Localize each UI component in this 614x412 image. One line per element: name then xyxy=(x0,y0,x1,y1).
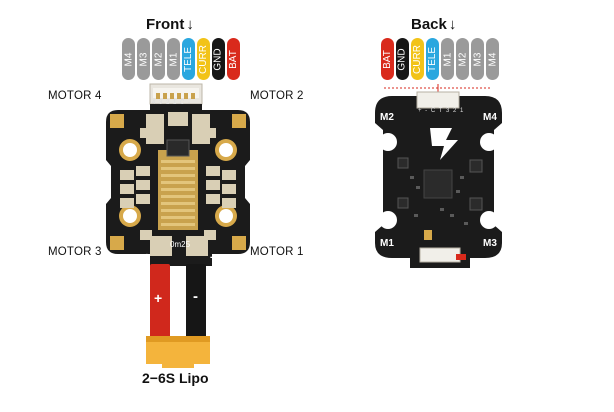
back-pin-curr: CURR xyxy=(411,38,424,80)
front-pin-bat: BAT xyxy=(227,38,240,80)
front-heading: Front ↓ xyxy=(146,16,194,33)
front-pin-tele: TELE xyxy=(182,38,195,80)
back-pin-m4: M4 xyxy=(486,38,499,80)
back-heading: Back ↓ xyxy=(411,16,456,33)
front-pin-gnd: GND xyxy=(212,38,225,80)
mounting-hole-icon xyxy=(119,139,237,227)
red-lead-plus: + xyxy=(154,290,163,306)
motor-2-label: MOTOR 2 xyxy=(250,90,304,102)
back-connector-pin-labels: + - C T 3 2 1 xyxy=(418,108,465,114)
back-corner-label-m1: M1 xyxy=(380,238,394,249)
front-pin-m4: M4 xyxy=(122,38,135,80)
front-pin-curr: CURR xyxy=(197,38,210,80)
battery-label: 2−6S Lipo xyxy=(142,370,209,386)
front-silkscreen-text: 0m25 xyxy=(170,240,191,249)
front-pin-m3: M3 xyxy=(137,38,150,80)
motor-3-label: MOTOR 3 xyxy=(48,246,102,258)
brand-logo-icon xyxy=(430,128,458,160)
front-heading-text: Front xyxy=(146,16,185,33)
down-arrow-icon: ↓ xyxy=(186,16,194,33)
front-minus-sign: - xyxy=(210,252,214,263)
motor-1-label: MOTOR 1 xyxy=(250,246,304,258)
front-pin-m1: M1 xyxy=(167,38,180,80)
front-plus-sign: + xyxy=(144,252,150,263)
back-pin-gnd: GND xyxy=(396,38,409,80)
front-jst-connector xyxy=(149,83,203,105)
back-pin-m3: M3 xyxy=(471,38,484,80)
front-connector-pin-labels: 4 3 2 1 C - xyxy=(152,100,192,106)
back-heading-text: Back xyxy=(411,16,447,33)
back-pin-bat: BAT xyxy=(381,38,394,80)
front-pin-m2: M2 xyxy=(152,38,165,80)
motor-4-label: MOTOR 4 xyxy=(48,90,102,102)
down-arrow-icon: ↓ xyxy=(448,16,457,33)
black-lead-minus: - xyxy=(193,288,198,305)
back-corner-label-m3: M3 xyxy=(483,238,497,249)
back-corner-label-m4: M4 xyxy=(483,112,497,123)
back-pin-tele: TELE xyxy=(426,38,439,80)
back-pin-m2: M2 xyxy=(456,38,469,80)
back-corner-label-m2: M2 xyxy=(380,112,394,123)
back-pin-m1: M1 xyxy=(441,38,454,80)
